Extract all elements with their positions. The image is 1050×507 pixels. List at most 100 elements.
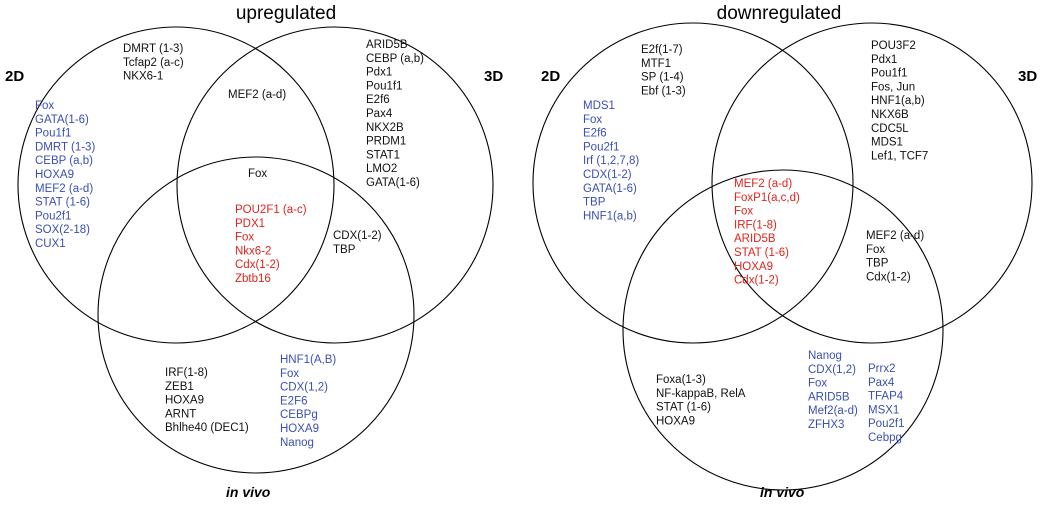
gene-label: TFAP4 [868,391,904,403]
gene-label: Fos, Jun [871,81,915,93]
gene-label: GATA(1-6) [583,183,637,195]
label-up-3d: 3D [484,68,503,85]
gene-label: Nkx6-2 [235,245,271,257]
gene-label: PDX1 [235,218,265,230]
gene-label: TBP [583,197,606,209]
gene-label: Irf (1,2,7,8) [583,155,639,167]
circle-up-invivo [97,156,415,474]
label-down-invivo: in vivo [760,484,805,500]
gene-label: HOXA9 [280,423,319,435]
gene-label: Foxa(1-3) [656,374,706,386]
gene-label: Nanog [808,350,842,362]
gene-label: MEF2 (a-d) [734,178,792,190]
gene-label: E2f6 [583,128,607,140]
gene-label: Zbtb16 [235,273,271,285]
gene-label: MDS1 [583,100,615,112]
gene-label: DMRT (1-3) [123,43,183,55]
gene-label: Mef2(a-d) [808,405,858,417]
gene-label: Nanog [280,437,314,449]
gene-label: Pou1f1 [35,128,71,140]
gene-label: ARID5B [366,39,408,51]
gene-label: Fox [248,168,267,180]
gene-label: CDX(1-2) [583,169,632,181]
gene-label: Cdx(1-2) [235,259,280,271]
gene-label: MEF2 (a-d) [866,230,924,242]
title-downregulated: downregulated [717,3,842,24]
gene-label: Fox [583,114,602,126]
gene-label: Fox [866,244,885,256]
title-upregulated: upregulated [236,3,336,24]
gene-label: HNF1(a,b) [583,210,637,222]
gene-label: CEBPg [280,409,318,421]
region-up-2d-3d: MEF2 (a-d) [228,89,286,101]
gene-label: Pdx1 [366,67,392,79]
gene-label: ARID5B [734,233,776,245]
gene-label: NKX6B [871,109,909,121]
circle-down-2d [532,22,854,344]
panel-downregulated: downregulated 2D 3D in vivo E2f(1-7) MTF1… [532,3,1037,500]
gene-label: HNF1(A,B) [280,354,336,366]
gene-label: Fox [808,378,827,390]
gene-label: MSX1 [868,404,899,416]
gene-label: SOX(2-18) [35,224,90,236]
gene-label: Ebf (1-3) [641,85,686,97]
gene-label: PRDM1 [366,136,406,148]
gene-label: HOXA9 [734,261,773,273]
gene-label: LMO2 [366,163,397,175]
gene-label: Pou1f1 [366,80,402,92]
region-up-2d-top: DMRT (1-3)Tcfap2 (a-c)NKX6-1 [123,43,184,83]
label-up-invivo: in vivo [226,484,271,500]
gene-label: CUX1 [35,238,66,250]
region-down-all: MEF2 (a-d)FoxP1(a,c,d)FoxIRF(1-8)ARID5BS… [734,178,800,287]
region-up-all-header: Fox [248,168,267,180]
gene-label: DMRT (1-3) [35,141,95,153]
gene-label: MEF2 (a-d) [228,89,286,101]
gene-label: GATA(1-6) [366,177,420,189]
circle-down-invivo [622,169,944,491]
gene-label: Fox [235,232,254,244]
gene-label: Fox [280,368,299,380]
label-down-2d: 2D [541,68,560,85]
gene-label: Pou2f1 [868,418,904,430]
gene-label: ZFHX3 [808,419,844,431]
gene-label: CDX(1-2) [333,230,382,242]
gene-label: E2f(1-7) [641,44,683,56]
gene-label: GATA(1-6) [35,114,89,126]
gene-label: Fox [734,206,753,218]
gene-label: HOXA9 [165,395,204,407]
gene-label: MTF1 [641,58,671,70]
circle-up-2d [17,26,335,344]
gene-label: Pou2f1 [35,210,71,222]
gene-label: MDS1 [871,137,903,149]
gene-label: CDX(1,2) [280,382,328,394]
gene-label: HNF1(a,b) [871,95,925,107]
gene-label: Cebpg [868,432,902,444]
gene-label: POU3F2 [871,40,916,52]
gene-label: STAT (1-6) [35,197,90,209]
gene-label: NKX2B [366,122,404,134]
gene-label: CDX(1,2) [808,364,856,376]
gene-label: FoxP1(a,c,d) [734,192,800,204]
circle-up-3d [176,26,494,344]
gene-label: IRF(1-8) [734,219,777,231]
gene-label: MEF2 (a-d) [35,183,93,195]
gene-label: Tcfap2 (a-c) [123,57,184,69]
gene-label: Bhlhe40 (DEC1) [165,422,249,434]
gene-label: STAT (1-6) [656,402,711,414]
gene-label: CDC5L [871,123,909,135]
gene-label: HOXA9 [656,415,695,427]
gene-label: Prrx2 [868,363,895,375]
gene-label: TBP [333,244,356,256]
label-down-3d: 3D [1018,68,1037,85]
